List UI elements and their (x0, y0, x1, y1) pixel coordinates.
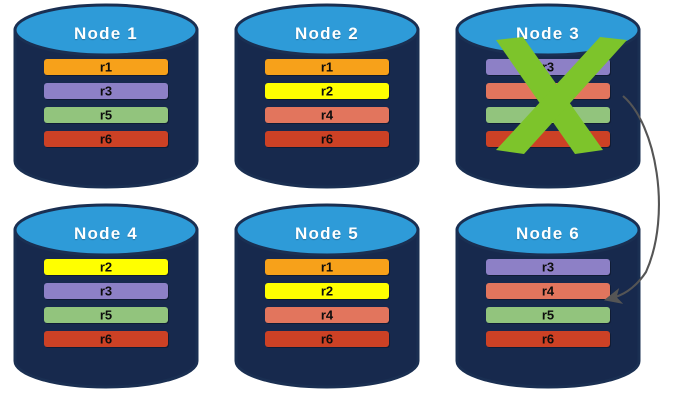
replica-bar[interactable]: r6 (486, 331, 610, 347)
replica-label: r1 (320, 59, 334, 75)
replica-list: r1 r2 r4 r6 (265, 259, 389, 355)
replica-bar[interactable]: r2 (44, 259, 168, 275)
replica-label: r1 (99, 59, 113, 75)
replica-bar[interactable]: r5 (486, 307, 610, 323)
replica-label: r5 (541, 307, 555, 323)
replica-list: r1 r2 r4 r6 (265, 59, 389, 155)
replica-bar[interactable]: r1 (265, 59, 389, 75)
replica-list: r3 (486, 59, 610, 155)
replica-bar[interactable]: r5 (44, 107, 168, 123)
replica-bar[interactable]: r2 (265, 83, 389, 99)
replica-label: r6 (99, 131, 113, 147)
replica-bar[interactable]: r4 (265, 107, 389, 123)
replica-label: r6 (541, 331, 555, 347)
replica-label: r2 (320, 283, 334, 299)
replica-bar[interactable]: r2 (265, 283, 389, 299)
replica-bar[interactable]: r3 (486, 59, 610, 75)
replica-label: r2 (320, 83, 334, 99)
replica-bar[interactable]: r3 (44, 83, 168, 99)
replica-bar[interactable]: r5 (44, 307, 168, 323)
replica-bar[interactable]: r3 (44, 283, 168, 299)
replica-bar[interactable]: r4 (265, 307, 389, 323)
replica-label: r2 (99, 259, 113, 275)
replica-label: r6 (99, 331, 113, 347)
replica-label: r3 (541, 259, 555, 275)
replica-bar[interactable] (486, 107, 610, 123)
replica-label: r3 (541, 59, 555, 75)
replica-list: r3 r4 r5 r6 (486, 259, 610, 355)
replica-label: r5 (99, 307, 113, 323)
replica-label: r5 (99, 107, 113, 123)
replica-bar[interactable]: r1 (44, 59, 168, 75)
replica-bar[interactable]: r6 (44, 331, 168, 347)
replica-label: r4 (320, 307, 334, 323)
replica-list: r2 r3 r5 r6 (44, 259, 168, 355)
replica-label: r6 (320, 331, 334, 347)
replica-list: r1 r3 r5 r6 (44, 59, 168, 155)
replica-label: r4 (320, 107, 334, 123)
replica-label: r1 (320, 259, 334, 275)
replica-bar[interactable]: r6 (265, 131, 389, 147)
replica-bar[interactable]: r6 (44, 131, 168, 147)
replica-bar[interactable]: r3 (486, 259, 610, 275)
replica-bar[interactable]: r1 (265, 259, 389, 275)
replica-label: r3 (99, 83, 113, 99)
replica-label: r4 (541, 283, 555, 299)
replica-label: r3 (99, 283, 113, 299)
replica-bar[interactable]: r4 (486, 283, 610, 299)
replica-bar[interactable] (486, 131, 610, 147)
replica-bar[interactable]: r6 (265, 331, 389, 347)
replica-label: r6 (320, 131, 334, 147)
replica-bar[interactable] (486, 83, 610, 99)
